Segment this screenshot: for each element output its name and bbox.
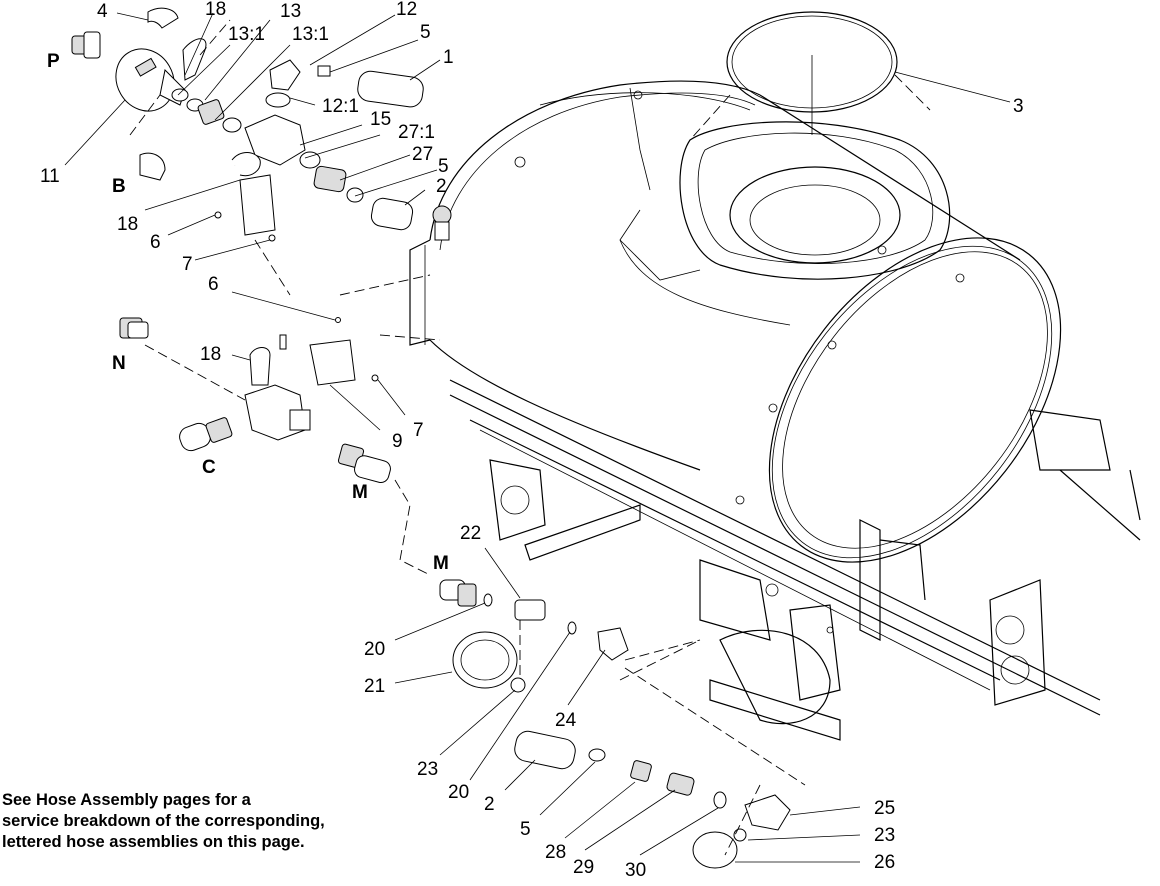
- callout-3: 3: [1013, 96, 1024, 117]
- callout-24: 24: [555, 710, 577, 731]
- callout-18: 18: [205, 0, 226, 20]
- callout-5: 5: [438, 156, 449, 177]
- callout-13-1: 13:1: [228, 24, 265, 45]
- callout-29: 29: [573, 857, 594, 878]
- frame: [339, 274, 1141, 741]
- callout-12: 12: [396, 0, 417, 20]
- note-line: See Hose Assembly pages for a: [2, 791, 251, 809]
- callout-28: 28: [545, 842, 566, 863]
- callout-hose-M: M: [352, 482, 368, 503]
- callout-12-1: 12:1: [322, 96, 359, 117]
- callout-9: 9: [392, 431, 403, 452]
- callout-labels: 4 18 13 12 5 13:1 13:1 1 P 12:1 3 15 27:…: [40, 0, 1024, 881]
- leader-lines: [64, 12, 1011, 863]
- callout-27-1: 27:1: [398, 122, 435, 143]
- callout-6: 6: [150, 232, 161, 253]
- hose-assembly-note: See Hose Assembly pages for a service br…: [2, 790, 422, 853]
- callout-1: 1: [443, 47, 454, 68]
- callout-27: 27: [412, 144, 433, 165]
- spray-tank: [409, 11, 1062, 563]
- upper-valve-assembly: [71, 7, 424, 296]
- callout-30: 30: [625, 860, 646, 881]
- callout-25: 25: [874, 798, 895, 819]
- callout-18: 18: [117, 214, 138, 235]
- callout-7: 7: [182, 254, 193, 275]
- callout-26: 26: [874, 852, 895, 873]
- strainer-assembly: [439, 579, 701, 693]
- callout-18: 18: [200, 344, 221, 365]
- note-line: service breakdown of the corresponding,: [2, 812, 325, 830]
- callout-hose-M: M: [433, 553, 449, 574]
- callout-5: 5: [420, 22, 431, 43]
- callout-2: 2: [484, 794, 495, 815]
- callout-13-1: 13:1: [292, 24, 329, 45]
- callout-15: 15: [370, 109, 391, 130]
- callout-hose-P: P: [47, 51, 60, 72]
- callout-13: 13: [280, 1, 301, 22]
- callout-6: 6: [208, 274, 219, 295]
- callout-20: 20: [448, 782, 469, 803]
- callout-23: 23: [417, 759, 438, 780]
- callout-hose-B: B: [112, 176, 126, 197]
- callout-2: 2: [436, 176, 447, 197]
- note-line: lettered hose assemblies on this page.: [2, 833, 305, 851]
- callout-21: 21: [364, 676, 385, 697]
- callout-hose-N: N: [112, 353, 126, 374]
- callout-23: 23: [874, 825, 895, 846]
- bottom-hose-parts: [514, 667, 806, 869]
- callout-4: 4: [97, 1, 108, 22]
- lower-valve-assembly: [119, 317, 431, 576]
- callout-5: 5: [520, 819, 531, 840]
- callout-11: 11: [40, 166, 60, 187]
- callout-7: 7: [413, 420, 424, 441]
- callout-hose-C: C: [202, 457, 216, 478]
- callout-22: 22: [460, 523, 481, 544]
- callout-20: 20: [364, 639, 385, 660]
